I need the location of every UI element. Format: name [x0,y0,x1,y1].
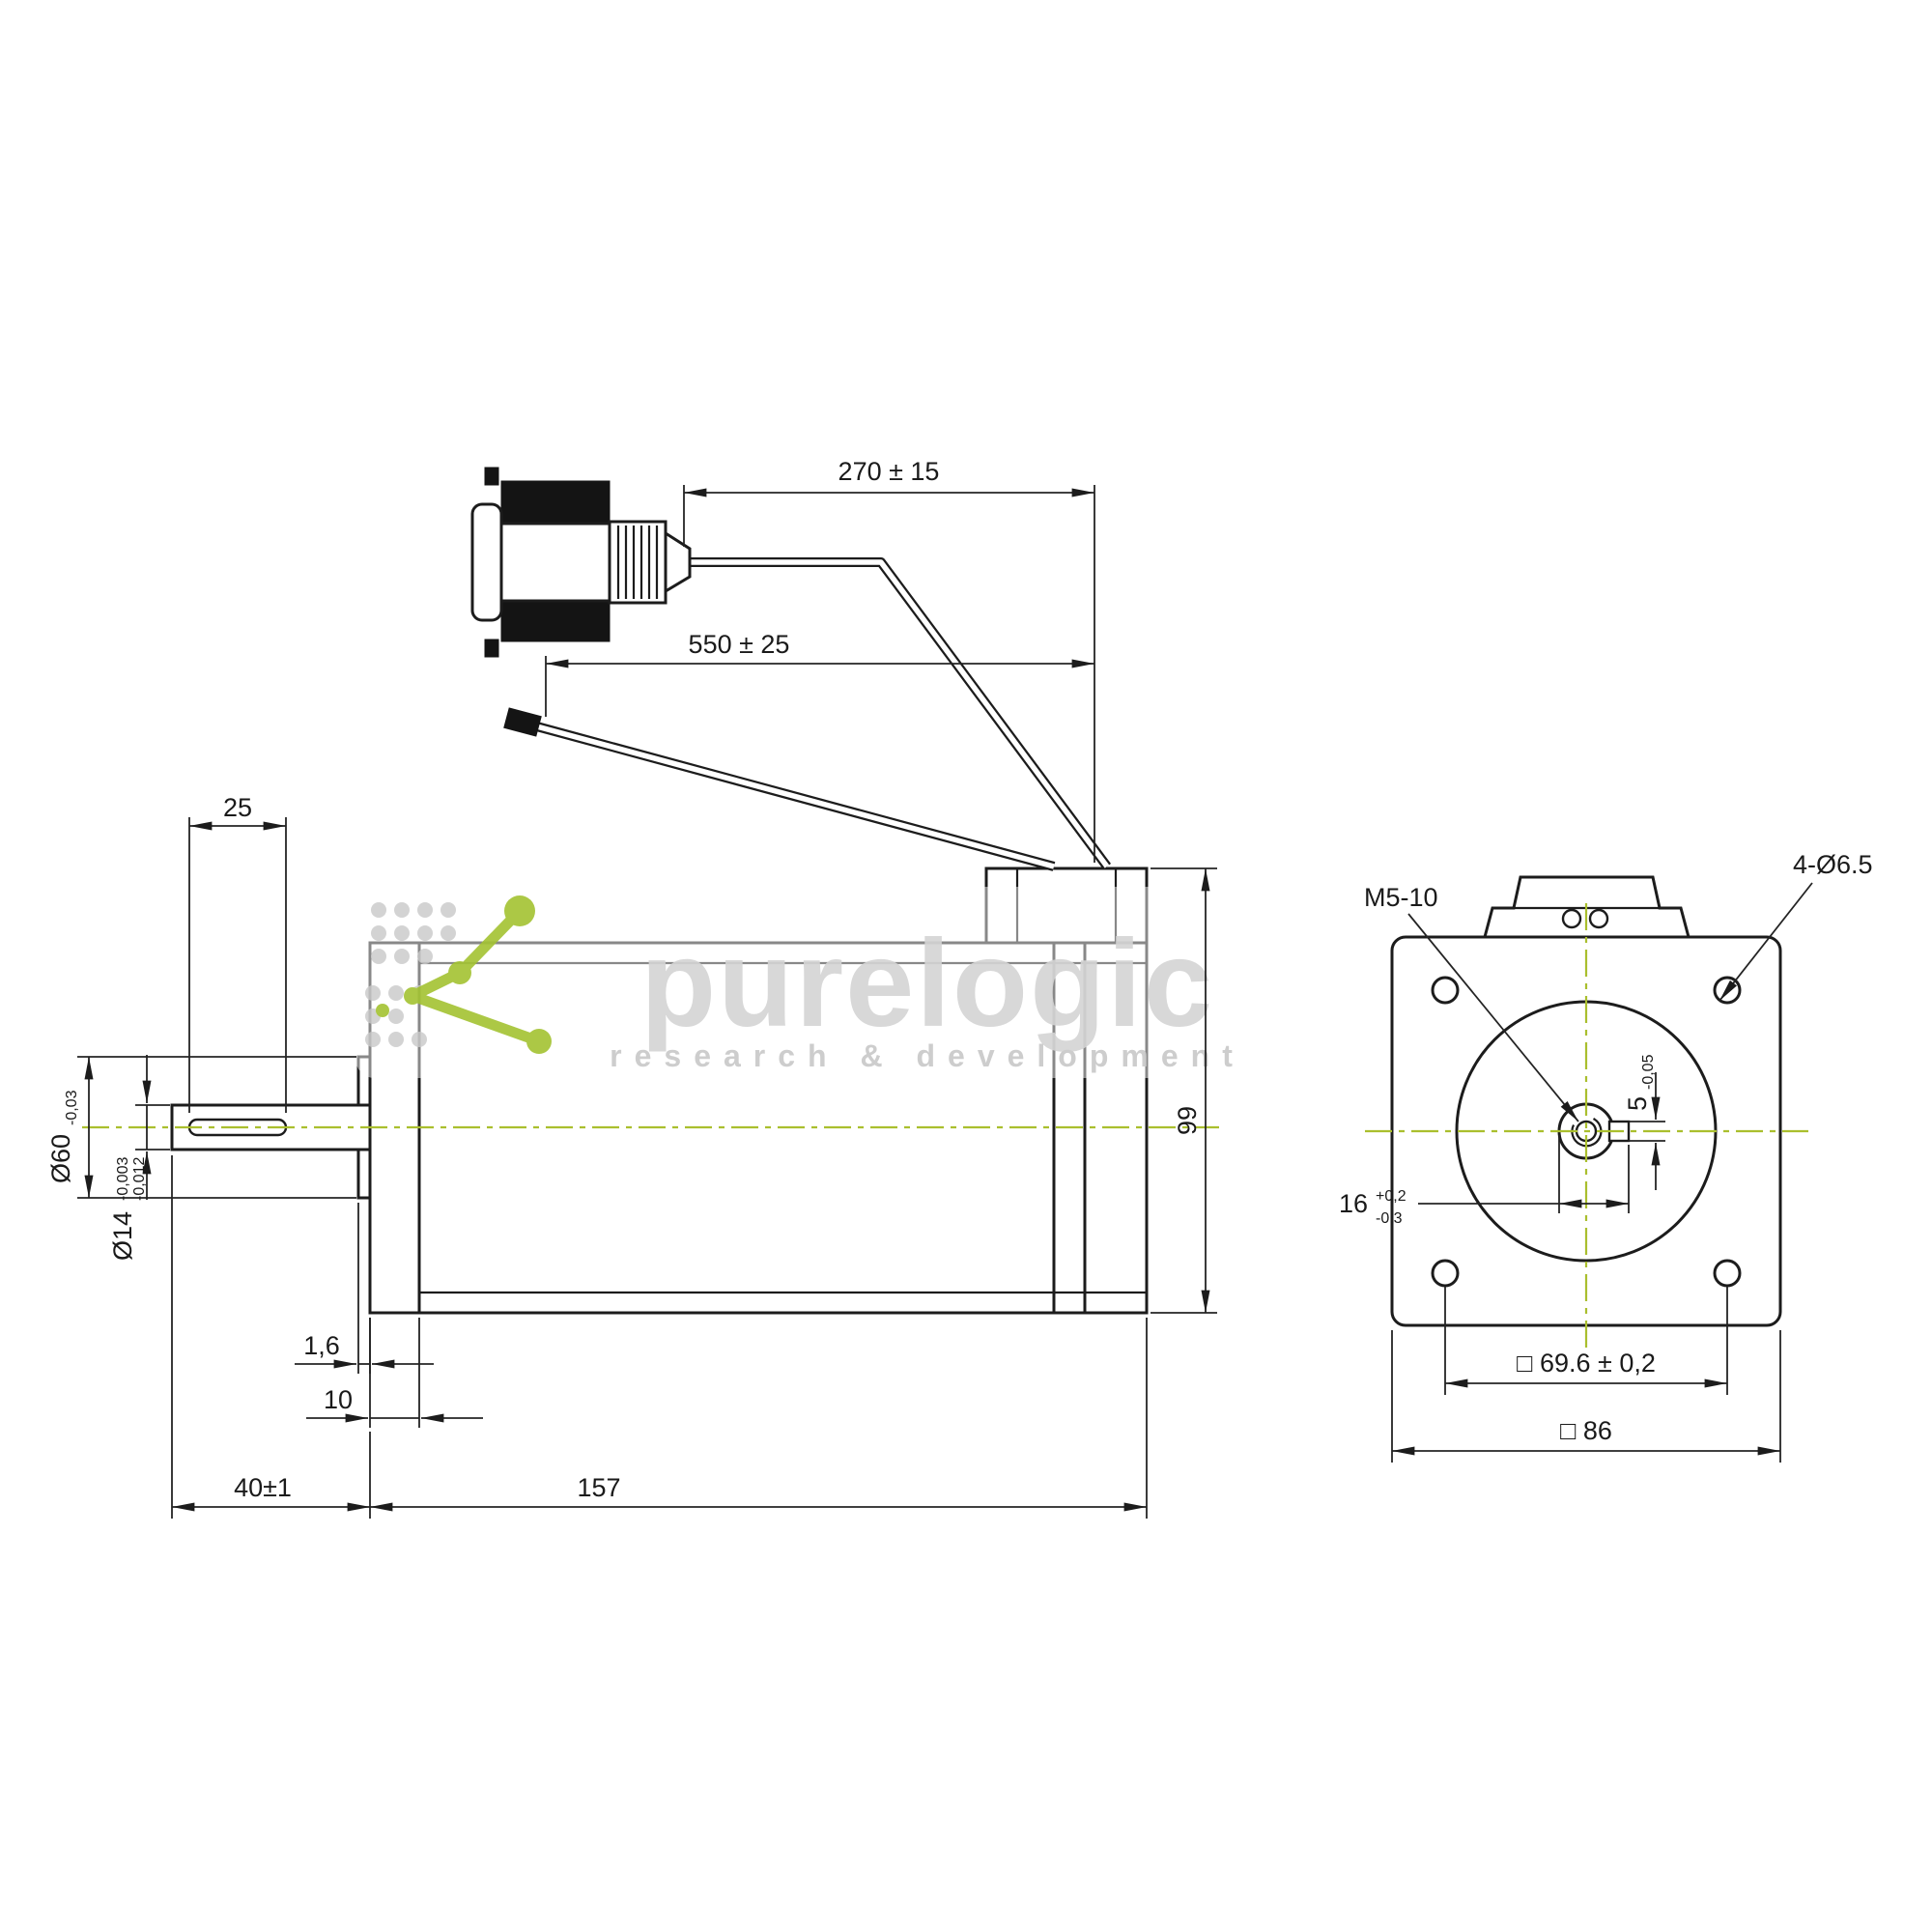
dim-1-6-label: 1,6 [303,1331,340,1360]
dim-157-label: 157 [577,1473,620,1502]
centerlines [82,903,1808,1354]
dim-shaft-diameter-14: Ø14 -0,003 -0,012 [108,1055,170,1261]
dim-overall-height-99: 99 [1151,867,1217,1314]
db9-relief-ribs [616,526,659,599]
dim-keyway-width-5: 5 -0,05 [1623,1054,1665,1190]
power-cable-tip [503,707,542,737]
watermark: purelogic research & development [355,887,1307,1078]
dim-flange-square-label: □ 86 [1560,1416,1612,1445]
dim-d60-tol: -0,03 [64,1090,80,1125]
signal-cable-core [690,559,1110,868]
db9-shell-bottom [500,600,611,642]
dim-d14-tol-lower: -0,012 [131,1157,148,1201]
dim-key-height-16: 16 +0,2 -0,3 [1339,1135,1630,1227]
power-cable-core [532,723,1055,869]
dim-cable-connector-270: 270 ± 15 [683,457,1095,863]
housing-wire-left [1561,908,1582,929]
mounting-hole-top-left [1431,976,1460,1005]
housing-wire-right [1588,908,1609,929]
db9-jackscrew-bottom [484,639,499,658]
dim-key-5-tol: -0,05 [1640,1054,1657,1090]
dim-25-label: 25 [223,793,252,822]
dim-shaft-thread-leader: M5-10 [1364,883,1579,1122]
dim-body-length-157: 157 [370,1318,1148,1519]
dim-10-label: 10 [324,1385,353,1414]
dim-pilot-height-1-6: 1,6 [295,1203,434,1374]
db9-jackscrew-top [484,467,499,486]
dim-16-label: 16 [1339,1189,1368,1218]
db9-shell-body [499,522,611,603]
dim-m5-label: M5-10 [1364,883,1438,912]
dim-550-label: 550 ± 25 [689,630,790,659]
dim-key-5-label: 5 [1623,1096,1652,1111]
thread-arc [1571,1118,1603,1148]
dim-4-d65-label: 4-Ø6.5 [1793,850,1873,879]
dim-shaft-flat-25: 25 [188,793,287,1113]
dim-flange-square: □ 86 [1391,1330,1781,1463]
db9-connector [470,467,692,658]
dim-16-tol-lower: -0,3 [1376,1210,1403,1227]
dim-cable-total-550: 550 ± 25 [545,630,1094,717]
watermark-haze [355,887,1307,1078]
dim-40-label: 40±1 [234,1473,292,1502]
dim-d60-label: Ø60 [46,1134,75,1183]
dim-shaft-length-40: 40±1 [171,1155,371,1519]
dim-d14-label: Ø14 [108,1211,137,1261]
dim-mounting-holes-leader: 4-Ø6.5 [1719,850,1873,1002]
mounting-hole-bottom-right [1713,1259,1742,1288]
dim-99-label: 99 [1173,1106,1202,1135]
connector-block [984,867,1149,945]
logo-green-graph [376,895,552,1054]
dim-d14-tol-upper: -0,003 [115,1157,131,1201]
mounting-hole-bottom-left [1431,1259,1460,1288]
dim-16-tol-upper: +0,2 [1376,1188,1406,1205]
db9-face-plate [470,502,503,622]
dim-pilot-diameter-60: Ø60 -0,03 [46,1056,356,1199]
connector-block-outline [984,867,1149,945]
dim-flange-thickness-10: 10 [306,1318,483,1428]
dim-bolt-square: □ 69.6 ± 0,2 [1444,1287,1728,1395]
watermark-tagline-text: research & development [610,1038,1245,1073]
dim-270-label: 270 ± 15 [838,457,940,486]
dim-bolt-square-label: □ 69.6 ± 0,2 [1517,1349,1656,1378]
db9-boot-taper [664,530,692,594]
logo-gray-dots [365,902,456,1047]
db9-shell-top [500,480,611,525]
watermark-brand-text: purelogic [640,915,1214,1053]
cable-assembly [503,557,1112,871]
